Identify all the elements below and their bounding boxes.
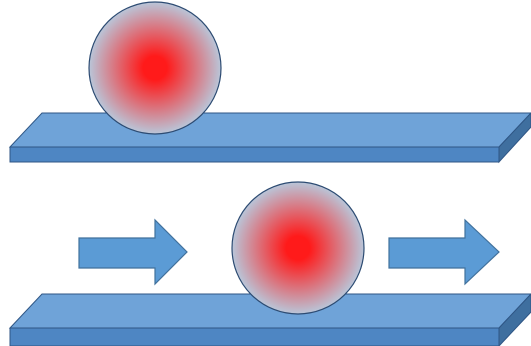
panel-rolling — [8, 181, 531, 346]
arrow-right-icon — [388, 218, 500, 286]
plank-front-face — [9, 146, 500, 163]
plank-front-face — [9, 327, 500, 346]
plank-bottom — [8, 293, 531, 346]
plank-side-face — [498, 112, 531, 164]
ball-at-rest — [88, 1, 222, 135]
plank-side-face — [498, 293, 531, 346]
panel-static — [8, 1, 531, 164]
plank-top-surface — [8, 112, 531, 148]
plank-top — [8, 112, 531, 164]
ball-moving — [231, 181, 365, 315]
arrow-right-icon — [78, 218, 188, 286]
